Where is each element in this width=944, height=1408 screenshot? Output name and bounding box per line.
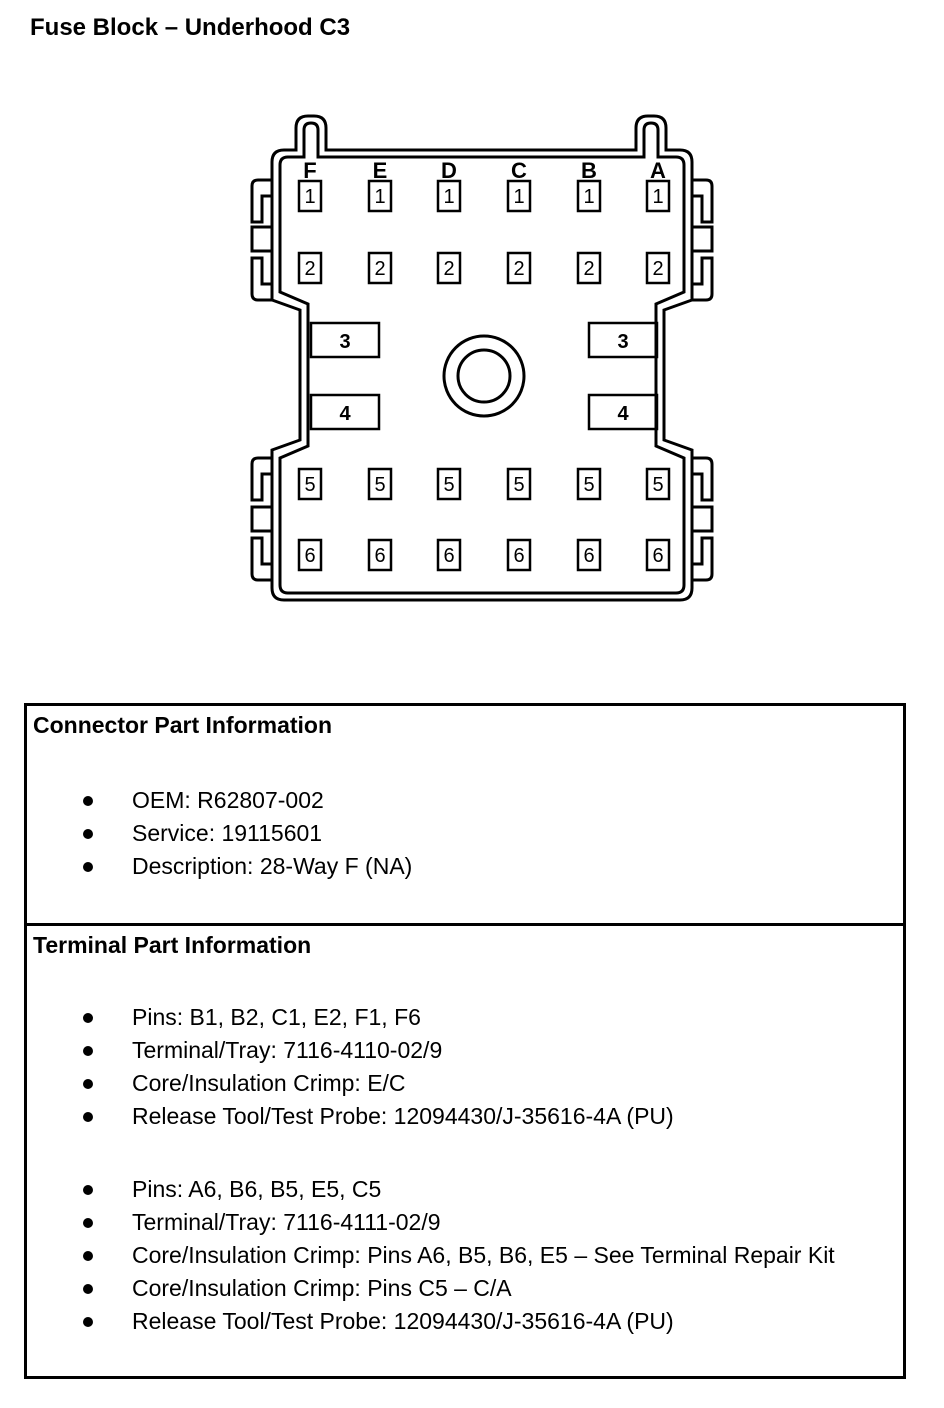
- cavity-number: 5: [652, 474, 663, 496]
- cavity-number: 6: [513, 545, 524, 567]
- bullet-icon: [83, 1251, 93, 1261]
- bullet-icon: [83, 1112, 93, 1122]
- cavity-number: 5: [583, 474, 594, 496]
- cavity-e5: [367, 467, 393, 501]
- cavity-number: 6: [583, 545, 594, 567]
- center-post: [442, 334, 526, 418]
- column-label-e: E: [373, 158, 388, 183]
- cavity-f5: [297, 467, 323, 501]
- terminal-part-heading: Terminal Part Information: [33, 932, 312, 958]
- cavity-d2: [436, 251, 462, 285]
- connector-part-heading: Connector Part Information: [33, 712, 333, 738]
- cavity-number: 2: [304, 258, 315, 280]
- bullet-icon: [83, 1185, 93, 1195]
- cavity-number: 6: [652, 545, 663, 567]
- cavity-number: 1: [652, 186, 663, 208]
- cavity-b1: [576, 179, 602, 213]
- page-title: Fuse Block – Underhood C3: [30, 14, 351, 41]
- side-latches: [250, 178, 714, 582]
- terminal-part-section: Terminal Part Information Pins: B1, B2, …: [33, 932, 835, 1334]
- cavity-f1: [297, 179, 323, 213]
- cavity-e6: [367, 538, 393, 572]
- connector-part-section: Connector Part Information OEM: R62807-0…: [27, 706, 903, 926]
- bullet-icon: [83, 1317, 93, 1327]
- cavity-a5: [645, 467, 671, 501]
- cavity-number: 2: [583, 258, 594, 280]
- cavity-c1: [506, 179, 532, 213]
- cavity-number: 4: [617, 403, 629, 425]
- cavity-b6: [576, 538, 602, 572]
- cavity-number: 5: [513, 474, 524, 496]
- cavity-d6: [436, 538, 462, 572]
- cavity-number: 4: [339, 403, 351, 425]
- column-label-b: B: [581, 158, 597, 183]
- cavity-d1: [436, 179, 462, 213]
- cavity-number: 2: [443, 258, 454, 280]
- cavity-c2: [506, 251, 532, 285]
- bullet-icon: [83, 1046, 93, 1056]
- column-label-f: F: [303, 158, 316, 183]
- cavity-a1: [645, 179, 671, 213]
- cavity-number: 1: [304, 186, 315, 208]
- cavity-c5: [506, 467, 532, 501]
- bullet-icon: [83, 1218, 93, 1228]
- column-label-d: D: [441, 158, 457, 183]
- cavity-d5: [436, 467, 462, 501]
- column-label-c: C: [511, 158, 527, 183]
- cavity-c6: [506, 538, 532, 572]
- cavity-f6: [297, 538, 323, 572]
- cavity-number: 2: [374, 258, 385, 280]
- column-label-a: A: [650, 158, 666, 183]
- cavity-number: 3: [339, 331, 350, 353]
- bullet-icon: [83, 862, 93, 872]
- part-info-table: Connector Part Information OEM: R62807-0…: [24, 703, 906, 1379]
- cavity-number: 5: [304, 474, 315, 496]
- cavity-number: 1: [513, 186, 524, 208]
- cavity-number: 1: [443, 186, 454, 208]
- cavity-right-4: [587, 393, 659, 431]
- cavity-number: 6: [374, 545, 385, 567]
- connector-face-diagram: F E D C B A 1 1 1 1 1 1 2 2 2 2 2 2 5 5 5 5 5 5 6 6 6 6 6 6 3 3 4 4: [250, 114, 714, 602]
- cavity-number: 1: [583, 186, 594, 208]
- cavity-number: 1: [374, 186, 385, 208]
- cavity-b2: [576, 251, 602, 285]
- bullet-icon: [83, 796, 93, 806]
- cavity-number: 3: [617, 331, 628, 353]
- bullet-icon: [83, 1013, 93, 1023]
- cavity-number: 2: [513, 258, 524, 280]
- cavity-a6: [645, 538, 671, 572]
- cavity-number: 6: [304, 545, 315, 567]
- cavity-right-3: [587, 321, 659, 359]
- cavity-number: 6: [443, 545, 454, 567]
- cavity-number: 5: [443, 474, 454, 496]
- cavity-e2: [367, 251, 393, 285]
- cavity-left-3: [309, 321, 381, 359]
- cavity-f2: [297, 251, 323, 285]
- cavity-left-4: [309, 393, 381, 431]
- bullet-icon: [83, 1284, 93, 1294]
- bullet-icon: [83, 829, 93, 839]
- cavity-a2: [645, 251, 671, 285]
- cavity-b5: [576, 467, 602, 501]
- cavity-number: 5: [374, 474, 385, 496]
- connector-housing: [270, 114, 694, 602]
- cavity-number: 2: [652, 258, 663, 280]
- cavity-e1: [367, 179, 393, 213]
- bullet-icon: [83, 1079, 93, 1089]
